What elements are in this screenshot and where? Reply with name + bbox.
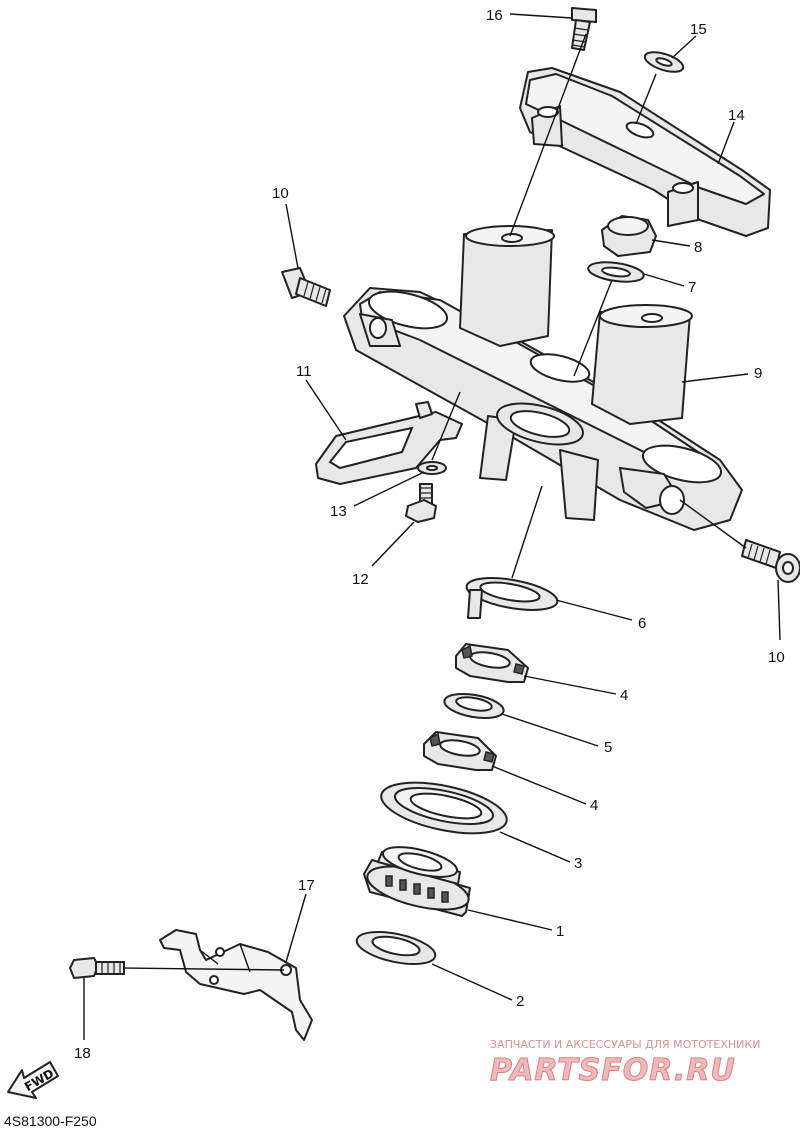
callout-11: 11 (296, 363, 312, 380)
callout-2: 2 (516, 993, 524, 1010)
callout-15: 15 (690, 21, 707, 38)
callout-4-lower: 4 (590, 797, 598, 814)
part-16-bolt (571, 7, 597, 51)
part-13-washer (417, 461, 447, 475)
part-8-nut (601, 215, 657, 257)
leader-lines (83, 13, 781, 1040)
callout-3: 3 (574, 855, 582, 872)
callout-5: 5 (604, 739, 612, 756)
part-15-washer (643, 51, 685, 73)
part-1-bearing (363, 846, 471, 917)
watermark-tagline: ЗАПЧАСТИ И АКСЕССУАРЫ ДЛЯ МОТОТЕХНИКИ (490, 1038, 760, 1051)
part-2-washer (355, 930, 437, 966)
part-10-bolt-right (741, 539, 800, 583)
part-4-ring-nut-lower (423, 731, 497, 771)
callout-numbers: 16 15 14 10 8 7 9 11 13 12 6 10 4 5 4 3 … (74, 7, 785, 1062)
callout-8: 8 (694, 239, 702, 256)
part-4-ring-nut-upper (455, 643, 529, 683)
part-11-bracket (315, 401, 463, 485)
fwd-arrow-icon: FWD (7, 1061, 59, 1099)
callout-7: 7 (688, 279, 696, 296)
callout-12: 12 (352, 571, 369, 588)
watermark-brand: PARTSFOR.RU (490, 1053, 736, 1088)
callout-17: 17 (298, 877, 315, 894)
callout-16: 16 (486, 7, 503, 24)
callout-6: 6 (638, 615, 646, 632)
part-7-washer (587, 261, 645, 283)
part-6-lock-washer (465, 577, 559, 619)
callout-18: 18 (74, 1045, 91, 1062)
bearing-rollers (385, 875, 449, 903)
watermark: ЗАПЧАСТИ И АКСЕССУАРЫ ДЛЯ МОТОТЕХНИКИ PA… (490, 1038, 761, 1089)
callout-4-upper: 4 (620, 687, 628, 704)
callout-9: 9 (754, 365, 762, 382)
part-9-under-bracket (343, 225, 743, 531)
callout-14: 14 (728, 107, 745, 124)
part-3-dust-seal (380, 781, 508, 835)
part-12-bolt (405, 483, 437, 523)
part-17-bracket (159, 929, 313, 1041)
callout-10-upper: 10 (272, 185, 289, 202)
part-14-upper-holder (519, 67, 771, 237)
diagram-code: 4S81300-F250 (4, 1113, 97, 1129)
part-18-bolt (69, 957, 125, 979)
callout-13: 13 (330, 503, 347, 520)
callout-1: 1 (556, 923, 564, 940)
callout-10-lower: 10 (768, 649, 785, 666)
part-5-washer (443, 692, 505, 720)
part-10-bolt-left (281, 267, 331, 307)
